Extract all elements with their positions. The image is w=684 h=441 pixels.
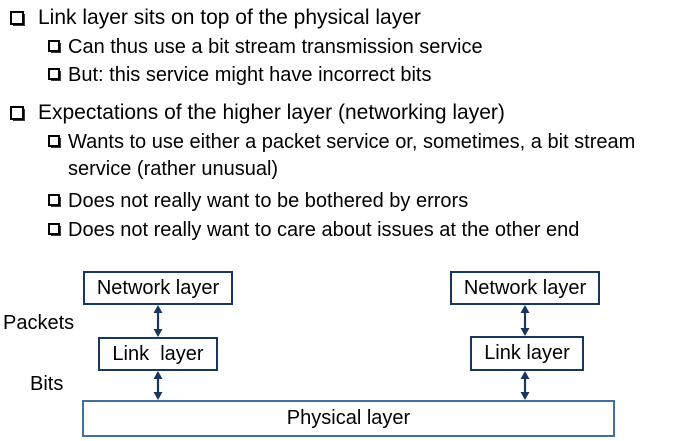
double-arrow-icon (153, 305, 163, 337)
square-bullet-icon (48, 223, 60, 235)
bullet-text: But: this service might have incorrect b… (68, 64, 432, 86)
bullet-item: Does not really want to be bothered by e… (48, 188, 468, 215)
bullet-text: Can thus use a bit stream transmission s… (68, 36, 483, 58)
square-bullet-icon (48, 40, 60, 52)
double-arrow-icon (153, 371, 163, 400)
bullet-item: But: this service might have incorrect b… (48, 62, 431, 89)
bullet-text: Expectations of the higher layer (networ… (38, 101, 505, 124)
bullet-item: Expectations of the higher layer (networ… (10, 101, 505, 125)
bullet-text: Does not really want to be bothered by e… (68, 190, 469, 212)
bullet-text: Wants to use either a packet service or,… (68, 131, 636, 180)
square-bullet-icon (10, 106, 24, 120)
double-arrow-icon (520, 371, 530, 400)
network-layer-box-right: Network layer (450, 271, 600, 305)
bullet-item: Can thus use a bit stream transmission s… (48, 34, 483, 61)
square-bullet-icon (48, 135, 60, 147)
square-bullet-icon (48, 194, 60, 206)
square-bullet-icon (48, 68, 60, 80)
bullet-item: Link layer sits on top of the physical l… (10, 6, 421, 30)
square-bullet-icon (10, 11, 24, 25)
packets-label: Packets (3, 312, 75, 334)
double-arrow-icon (520, 305, 530, 336)
link-layer-box-right: Link layer (470, 336, 584, 371)
physical-layer-box: Physical layer (82, 400, 615, 437)
bullet-text: Does not really want to care about issue… (68, 219, 580, 241)
bullet-item: Wants to use either a packet service or,… (48, 129, 635, 183)
link-layer-box-left: Link layer (98, 337, 218, 371)
bullet-text: Link layer sits on top of the physical l… (38, 6, 421, 29)
bits-label: Bits (30, 373, 64, 395)
network-layer-box-left: Network layer (83, 271, 233, 305)
bullet-item: Does not really want to care about issue… (48, 217, 579, 244)
